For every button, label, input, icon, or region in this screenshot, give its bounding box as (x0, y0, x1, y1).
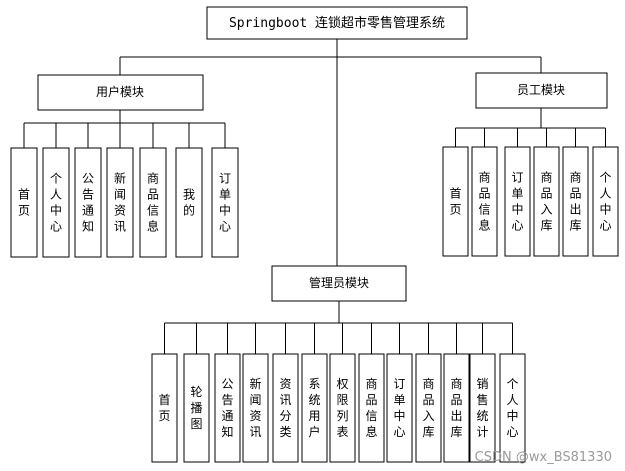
user-leaf-label: 新闻资讯 (114, 171, 126, 234)
admin-leaf-label: 商品信息 (365, 376, 377, 439)
admin-leaf-5: 资讯分类 (272, 353, 299, 463)
admin-leaf-box (358, 353, 385, 463)
admin-leaf-box (301, 353, 328, 463)
user-leaf-label: 商品信息 (147, 171, 159, 234)
staff-leaf-label: 商品出库 (569, 170, 581, 233)
user-leaf-box (42, 147, 70, 258)
user-leaf-box (10, 147, 38, 258)
admin-leaf-6: 系统用户 (301, 353, 328, 463)
user-leaf-label: 订单中心 (219, 172, 231, 234)
staff-leaf-label: 商品入库 (540, 170, 552, 233)
admin-leaf-2: 轮播图 (183, 353, 210, 463)
user-leaf-3: 公告通知 (74, 147, 102, 258)
user-leaf-box (139, 147, 167, 258)
staff-leaf-label: 首页 (449, 187, 461, 217)
admin-leaf-label: 资讯分类 (279, 377, 291, 439)
user-leaf-box (74, 147, 102, 258)
admin-leaf-11: 商品出库 (443, 353, 470, 463)
admin-leaf-label: 首页 (158, 393, 170, 423)
user-leaf-7: 订单中心 (211, 147, 239, 258)
staff-leaf-label: 个人中心 (599, 171, 611, 233)
admin-leaf-box (151, 353, 178, 463)
module-admin-label: 管理员模块 (309, 275, 369, 290)
admin-leaf-8: 商品信息 (358, 353, 385, 463)
root-node: Springboot 连锁超市零售管理系统 (206, 6, 468, 40)
staff-leaf-4: 商品入库 (533, 146, 560, 257)
admin-leaf-13: 个人中心 (499, 353, 526, 463)
module-user-label: 用户模块 (96, 84, 144, 99)
admin-leaf-label: 公告通知 (221, 377, 233, 439)
user-leaf-box (106, 147, 134, 258)
admin-leaf-9: 订单中心 (386, 353, 413, 463)
staff-leaf-2: 商品信息 (471, 146, 498, 257)
module-user: 用户模块 (37, 74, 204, 111)
staff-leaf-label: 商品信息 (478, 170, 490, 233)
user-leaf-box (175, 147, 203, 258)
admin-leaf-label: 轮播图 (190, 385, 202, 431)
module-staff-label: 员工模块 (517, 83, 565, 97)
admin-leaf-label: 商品出库 (450, 376, 462, 439)
admin-leaf-label: 新闻资讯 (249, 376, 261, 439)
staff-leaf-3: 订单中心 (504, 146, 531, 257)
user-leaf-label: 我的 (183, 188, 195, 218)
leaf-nodes: 首页个人中心公告通知新闻资讯商品信息我的订单中心首页商品信息订单中心商品入库商品… (10, 146, 619, 463)
admin-leaf-box (183, 353, 210, 463)
admin-leaf-box (499, 353, 526, 463)
staff-leaf-box (562, 146, 589, 257)
admin-leaf-box (443, 353, 470, 463)
admin-leaf-12: 销售统计 (469, 353, 496, 463)
user-leaf-box (211, 147, 239, 258)
admin-leaf-label: 订单中心 (393, 377, 405, 439)
staff-leaf-box (442, 146, 469, 257)
diagram-title: Springboot 连锁超市零售管理系统 (229, 15, 445, 31)
admin-leaf-box (214, 353, 241, 463)
user-leaf-4: 新闻资讯 (106, 147, 134, 258)
user-leaf-label: 首页 (18, 188, 30, 218)
admin-leaf-box (386, 353, 413, 463)
admin-leaf-7: 权限列表 (329, 353, 356, 463)
user-leaf-label: 个人中心 (50, 172, 62, 234)
admin-leaf-4: 新闻资讯 (242, 353, 269, 463)
connector-lines (23, 39, 606, 354)
admin-leaf-3: 公告通知 (214, 353, 241, 463)
user-leaf-2: 个人中心 (42, 147, 70, 258)
staff-leaf-1: 首页 (442, 146, 469, 257)
staff-leaf-6: 个人中心 (592, 146, 619, 257)
admin-leaf-label: 商品入库 (422, 376, 434, 439)
user-leaf-1: 首页 (10, 147, 38, 258)
admin-leaf-label: 权限列表 (336, 377, 348, 439)
staff-leaf-box (471, 146, 498, 257)
user-leaf-5: 商品信息 (139, 147, 167, 258)
staff-leaf-box (533, 146, 560, 257)
module-staff: 员工模块 (475, 72, 608, 109)
admin-leaf-10: 商品入库 (415, 353, 442, 463)
staff-leaf-label: 订单中心 (511, 171, 523, 233)
admin-leaf-label: 销售统计 (476, 377, 488, 439)
staff-leaf-box (592, 146, 619, 257)
admin-leaf-box (242, 353, 269, 463)
watermark: CSDN @wx_BS81330 (475, 450, 612, 465)
user-leaf-label: 公告通知 (82, 172, 94, 234)
admin-leaf-box (415, 353, 442, 463)
admin-leaf-label: 个人中心 (506, 377, 518, 439)
admin-leaf-1: 首页 (151, 353, 178, 463)
admin-leaf-box (272, 353, 299, 463)
staff-leaf-box (504, 146, 531, 257)
user-leaf-6: 我的 (175, 147, 203, 258)
admin-leaf-box (329, 353, 356, 463)
staff-leaf-5: 商品出库 (562, 146, 589, 257)
admin-leaf-label: 系统用户 (308, 377, 320, 439)
module-admin: 管理员模块 (271, 265, 407, 302)
admin-leaf-box (469, 353, 496, 463)
